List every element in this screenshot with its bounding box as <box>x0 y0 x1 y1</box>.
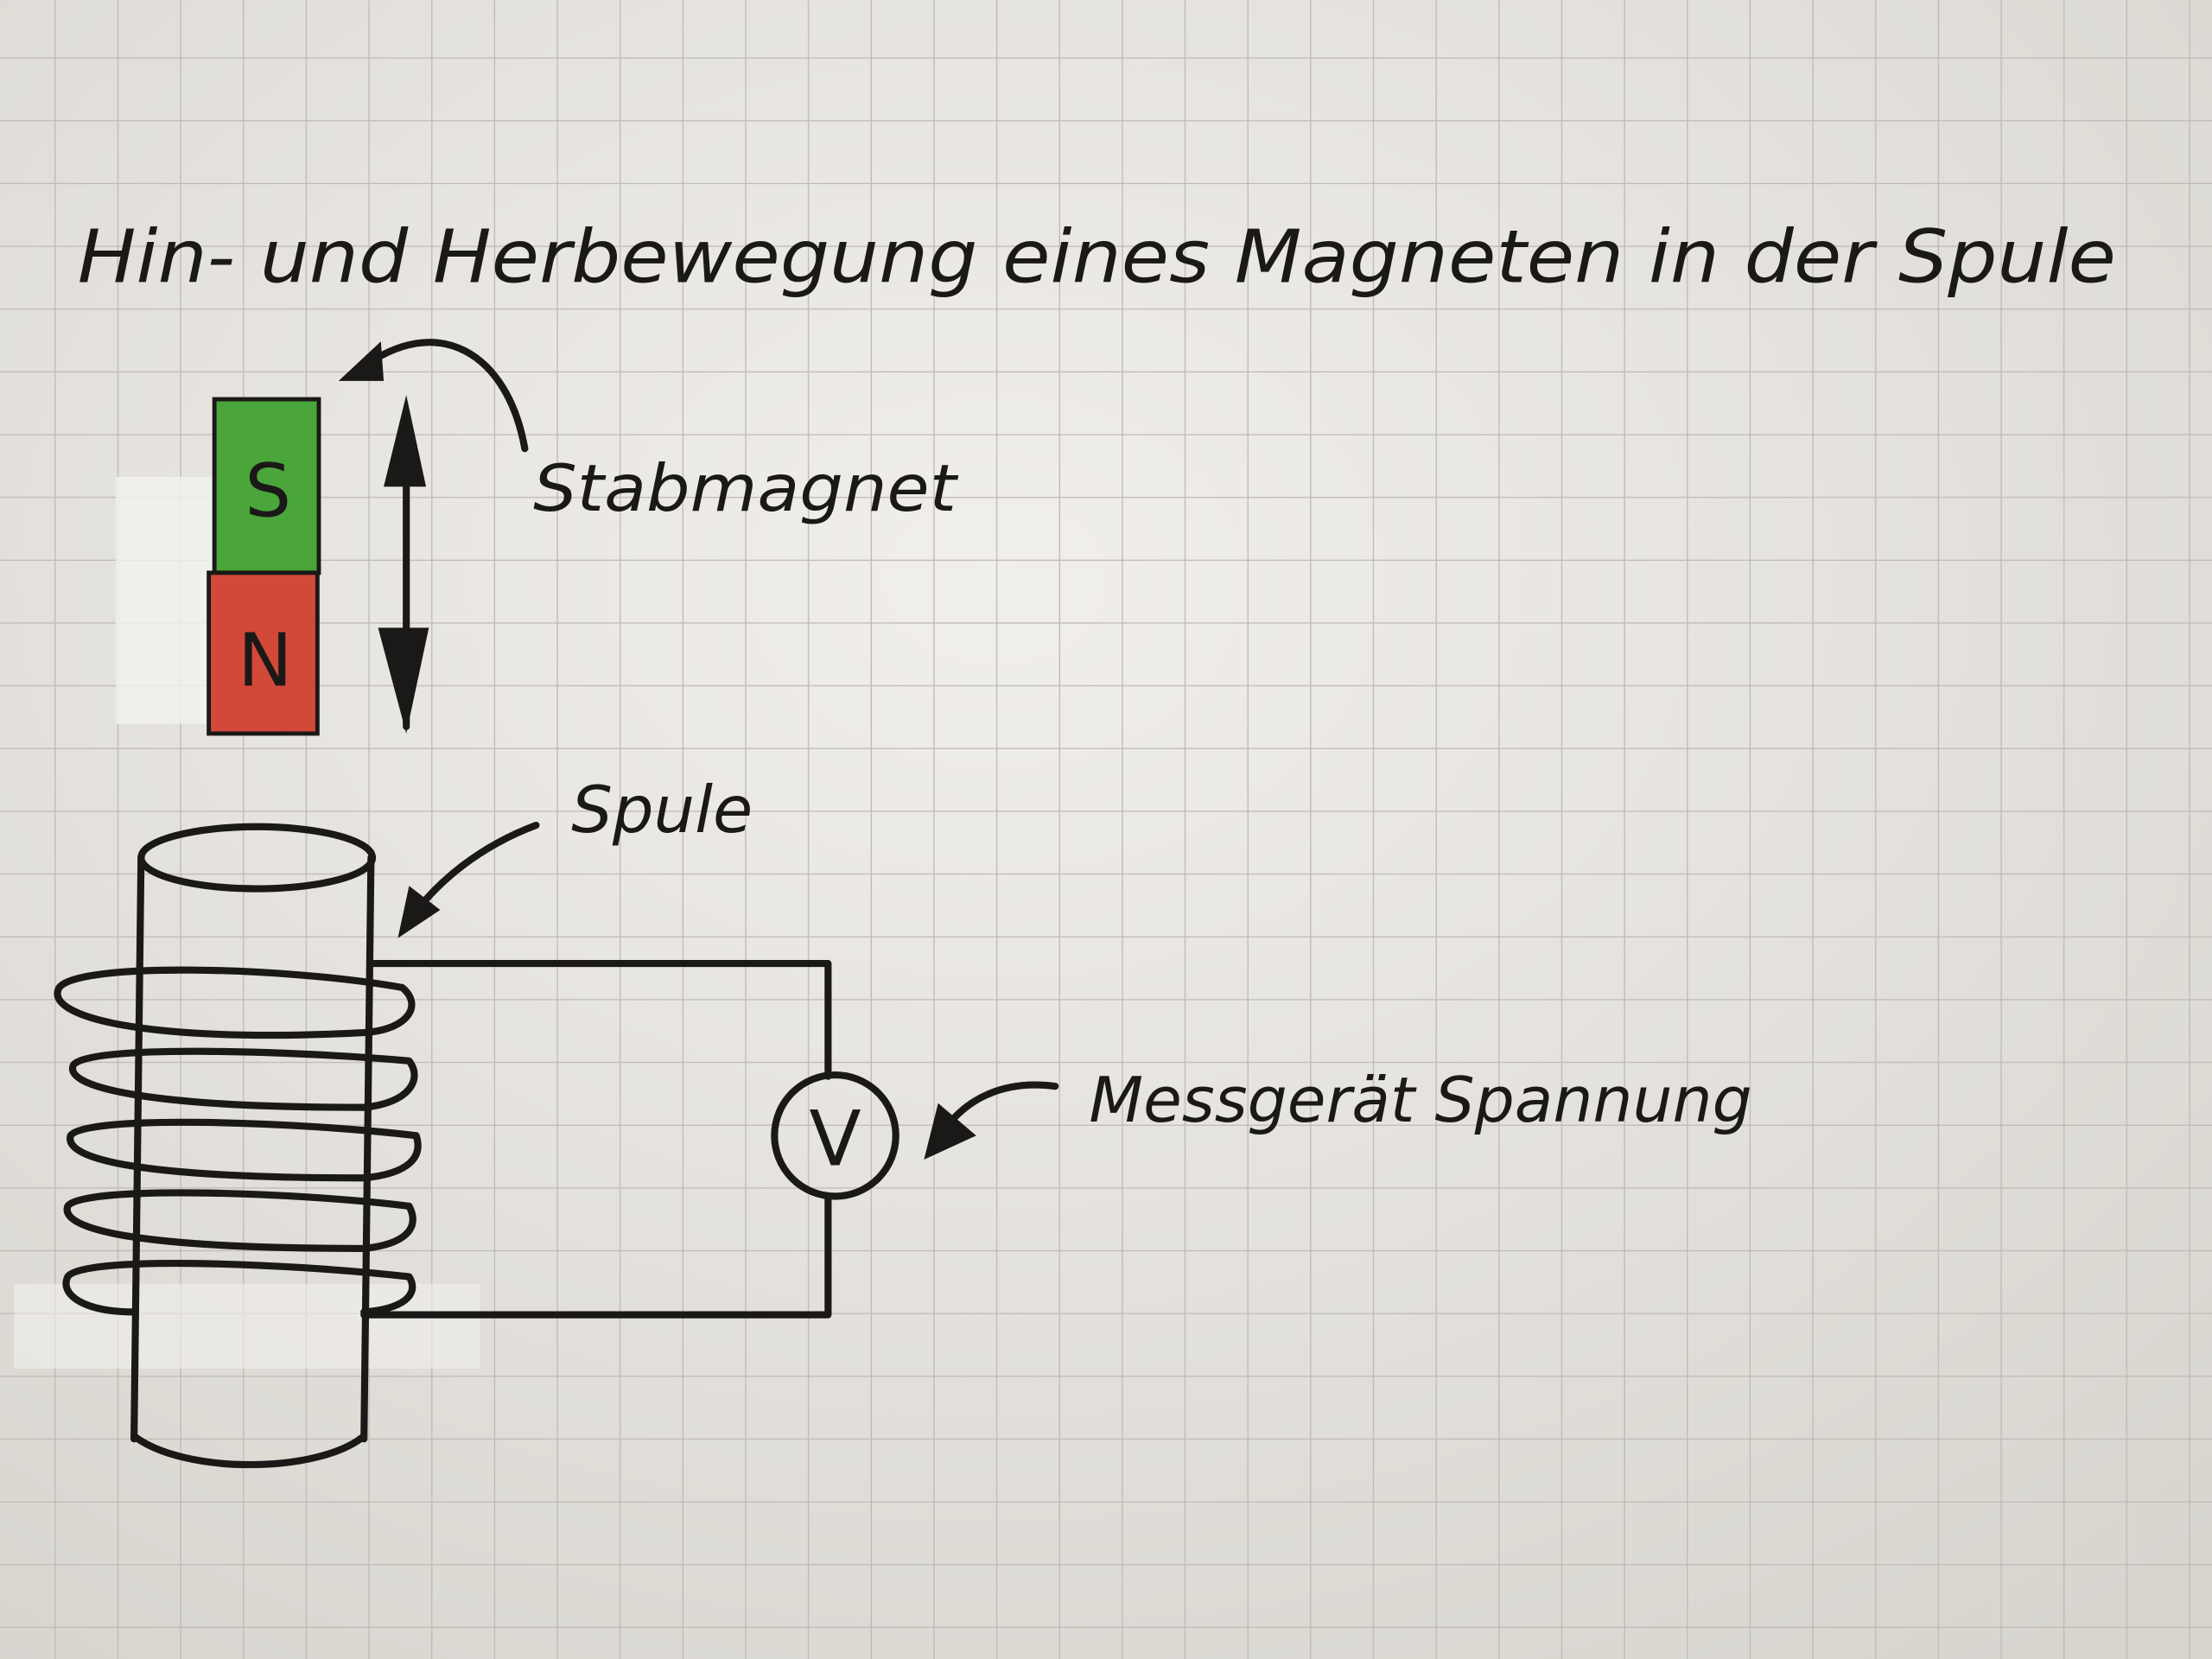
label-spule: Spule <box>571 772 753 848</box>
magnet-north-pole <box>207 570 320 736</box>
motion-double-arrow-icon <box>378 395 429 734</box>
arrowhead-icon <box>924 1103 976 1160</box>
label-messgeraet: Messgerät Spannung <box>1089 1064 1751 1136</box>
arrowhead-icon <box>397 886 441 938</box>
arrowhead-icon <box>338 341 385 381</box>
diagram-title: Hin- und Herbewegung eines Magneten in d… <box>78 215 2116 301</box>
south-pole-label: S <box>245 449 291 535</box>
voltmeter: V <box>771 1071 899 1200</box>
north-pole-label: N <box>238 618 293 703</box>
coil-windings <box>54 966 422 1316</box>
bar-magnet: S N <box>207 397 321 736</box>
coil <box>54 823 422 1469</box>
magnet-south-pole <box>212 397 321 575</box>
label-stabmagnet: Stabmagnet <box>533 450 959 526</box>
circuit-wires <box>360 960 832 1319</box>
magnet-pointer-arrow <box>356 339 529 453</box>
voltmeter-symbol: V <box>809 1095 861 1184</box>
correction-patch <box>14 1283 480 1369</box>
correction-patch <box>115 476 215 724</box>
